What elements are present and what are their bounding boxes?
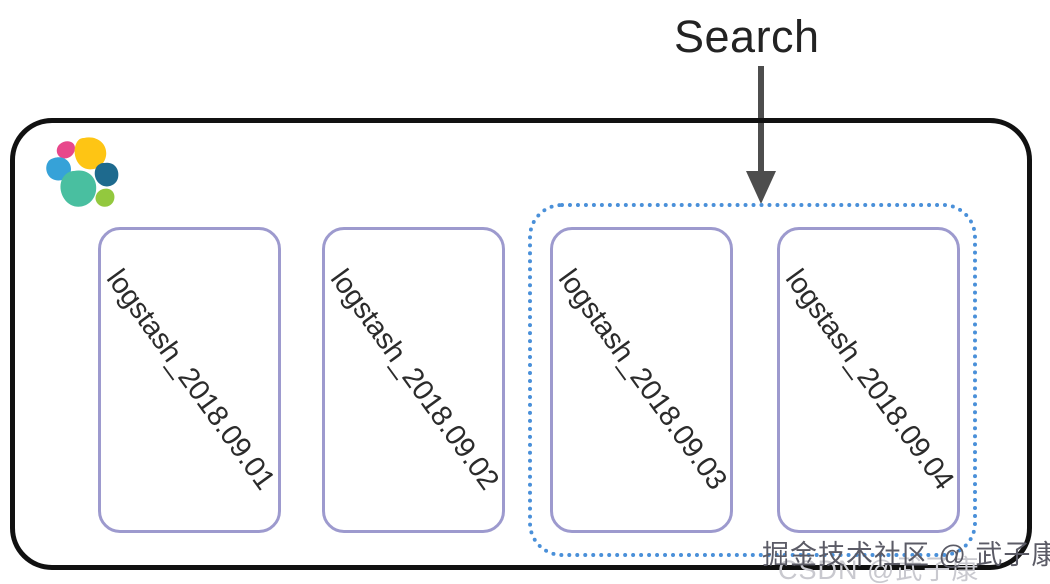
- index-label: logstash_2018.09.01: [99, 263, 281, 496]
- elastic-logo-icon: [46, 137, 119, 207]
- watermark-secondary: CSDN @武子康: [778, 555, 980, 584]
- index-box[interactable]: logstash_2018.09.01: [98, 227, 281, 533]
- elasticsearch-cluster-container: [10, 118, 1032, 570]
- search-scope-region: [528, 203, 977, 557]
- index-box[interactable]: logstash_2018.09.04: [777, 227, 960, 533]
- index-label: logstash_2018.09.02: [323, 263, 505, 496]
- index-box[interactable]: logstash_2018.09.02: [322, 227, 505, 533]
- search-label: Search: [674, 11, 820, 62]
- index-box[interactable]: logstash_2018.09.03: [550, 227, 733, 533]
- index-label: logstash_2018.09.03: [551, 263, 733, 496]
- watermark-primary: 掘金技术社区 @ 武子康: [762, 540, 1050, 570]
- index-label: logstash_2018.09.04: [778, 263, 960, 496]
